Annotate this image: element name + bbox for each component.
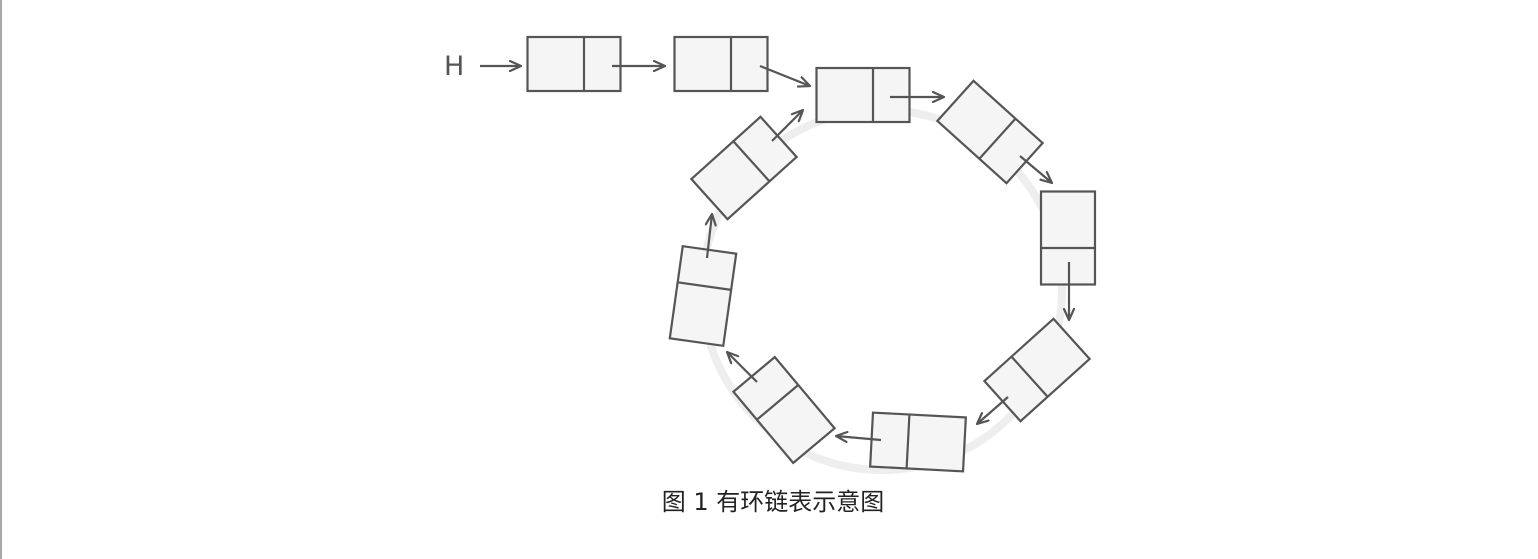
figure-caption: 图 1 有环链表示意图 [661,488,885,516]
list-node-4 [935,79,1045,185]
head-pointer-label: H [444,51,464,82]
list-node-1 [526,35,622,93]
next-arrow-2 [759,64,810,86]
list-node-6 [982,317,1092,423]
next-arrow-6 [977,396,1009,424]
next-arrow-8 [727,352,758,383]
list-node-10 [689,115,799,221]
list-node-8 [731,355,837,465]
next-arrow-9 [707,214,712,259]
list-node-3 [815,66,911,124]
list-node-9 [668,244,738,348]
next-arrow-4 [1019,155,1052,183]
next-arrow-7 [836,436,882,440]
list-node-2 [673,35,769,93]
page-left-border [0,0,2,559]
list-node-7 [868,411,968,473]
next-arrow-10 [771,110,803,142]
